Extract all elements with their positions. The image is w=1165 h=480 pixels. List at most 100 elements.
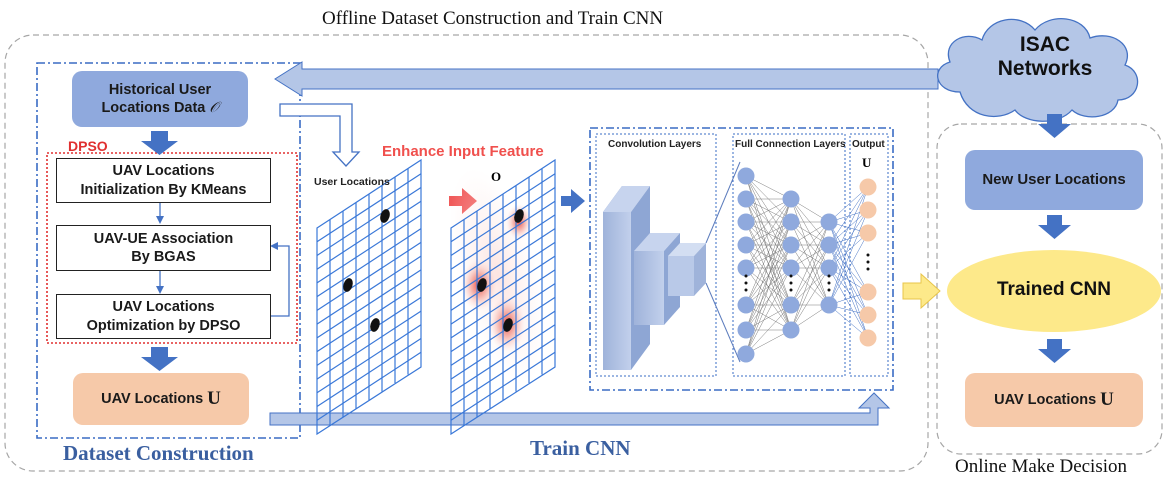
top-title: Offline Dataset Construction and Train C…: [322, 8, 664, 29]
step3-line2: Optimization by DPSO: [86, 317, 241, 334]
fc-node: [782, 321, 800, 339]
fc-ellipsis-dot: [866, 267, 870, 271]
fc-ellipsis-dot: [789, 281, 793, 285]
output-text: UAV Locations: [101, 391, 204, 407]
fc-node: [782, 296, 800, 314]
online-uav-locations-box[interactable]: UAV Locations U: [965, 373, 1143, 427]
output-symbol: U: [207, 388, 221, 409]
enhanced-grid: [450, 158, 556, 436]
historical-data-box[interactable]: Historical User Locations Data 𝒪: [72, 71, 248, 127]
user-locations-grid: [316, 158, 422, 436]
historical-line1: Historical User: [108, 81, 212, 98]
step2-line2: By BGAS: [131, 249, 196, 265]
fc-node: [782, 190, 800, 208]
fc-node: [737, 296, 755, 314]
conv-layers-label: Convolution Layers: [608, 139, 702, 150]
dataset-frame: [36, 62, 301, 439]
enhanced-dots: [477, 209, 524, 332]
enhance-input-label: Enhance Input Feature: [382, 143, 544, 160]
cnn-frame: [589, 127, 894, 391]
online-uav-symbol: U: [1100, 389, 1114, 410]
cloud-to-new-arrow: [1038, 114, 1071, 138]
offline-frame: [4, 34, 929, 472]
online-title: Online Make Decision: [955, 456, 1128, 477]
fc-ellipsis-dot: [827, 274, 831, 278]
output-to-cnn-arrow: [269, 392, 891, 426]
conv-frame: [595, 133, 717, 377]
fc-ellipsis-dot: [827, 288, 831, 292]
fc-network: [737, 167, 877, 363]
train-cnn-title: Train CNN: [530, 436, 631, 460]
uav-locations-output-box[interactable]: UAV Locations U: [73, 373, 249, 425]
fc-node: [782, 236, 800, 254]
cnn-u-label: U: [862, 155, 872, 170]
dataset-construction-title: Dataset Construction: [63, 441, 254, 465]
trained-to-uav-arrow: [1038, 339, 1071, 363]
fc-node: [782, 213, 800, 231]
o-label: O: [491, 169, 502, 184]
fc-node: [737, 345, 755, 363]
trained-cnn-label: Trained CNN: [996, 279, 1112, 300]
cloud-to-historical-arrow: [274, 61, 939, 97]
step1-line1: UAV Locations: [112, 163, 215, 180]
fc-node: [782, 259, 800, 277]
fc-node: [820, 296, 838, 314]
cloud-label: ISAC Networks: [985, 33, 1105, 81]
new-user-locations-box[interactable]: New User Locations: [965, 150, 1143, 210]
dpso-step-kmeans[interactable]: UAV Locations Initialization By KMeans: [56, 158, 271, 203]
fc-ellipsis-dot: [789, 288, 793, 292]
step2-line1: UAV-UE Association: [93, 230, 234, 247]
fc-node: [737, 167, 755, 185]
new-to-trained-arrow: [1038, 215, 1071, 239]
historical-symbol: 𝒪: [209, 100, 219, 116]
fc-node: [737, 213, 755, 231]
fc-ellipsis-dot: [827, 281, 831, 285]
cloud-shape: [937, 18, 1139, 122]
arrow-dpso-to-output: [141, 347, 178, 371]
arrow-historical-to-dpso: [141, 131, 178, 155]
new-user-text: New User Locations: [982, 170, 1126, 188]
fc-node: [737, 321, 755, 339]
dpso-step-bgas[interactable]: UAV-UE Association By BGAS: [56, 225, 271, 271]
fc-ellipsis-dot: [744, 274, 748, 278]
fc-frame: [732, 133, 846, 377]
cnn-to-trained-arrow: [902, 272, 941, 310]
fc-layers-label: Full Connection Layers: [735, 139, 846, 150]
fc-node: [859, 178, 877, 196]
fc-node: [859, 201, 877, 219]
fc-node: [859, 306, 877, 324]
user-dots: [343, 209, 390, 332]
fc-ellipsis-dot: [789, 274, 793, 278]
fc-node: [737, 190, 755, 208]
fc-ellipsis-dot: [744, 281, 748, 285]
cloud-line2: Networks: [997, 57, 1093, 81]
trained-cnn-ellipse: [947, 250, 1161, 332]
dpso-frame: [46, 152, 298, 344]
fc-node: [737, 236, 755, 254]
user-locations-label: User Locations: [314, 176, 390, 188]
fc-ellipsis-dot: [744, 288, 748, 292]
conv-blocks: [603, 161, 741, 370]
fc-node: [820, 213, 838, 231]
historical-line2: Locations Data: [101, 100, 206, 116]
fc-ellipsis-dot: [866, 260, 870, 264]
step3-line1: UAV Locations: [112, 299, 215, 316]
fc-node: [737, 259, 755, 277]
online-uav-text: UAV Locations: [994, 392, 1097, 408]
grid-to-cnn-arrow: [561, 189, 585, 213]
output-label: Output: [852, 139, 885, 150]
dpso-loop-arrow: [270, 245, 290, 317]
cloud-line1: ISAC: [1019, 33, 1071, 56]
fc-node: [859, 329, 877, 347]
fc-ellipsis-dot: [866, 253, 870, 257]
step1-line2: Initialization By KMeans: [80, 181, 247, 198]
dpso-label: DPSO: [68, 138, 108, 154]
historical-to-grid-arrow: [279, 103, 361, 167]
fc-node: [820, 259, 838, 277]
fc-node: [820, 236, 838, 254]
dpso-step-optimization[interactable]: UAV Locations Optimization by DPSO: [56, 294, 271, 339]
online-frame: [936, 123, 1163, 455]
fc-node: [859, 224, 877, 242]
fc-node: [859, 283, 877, 301]
